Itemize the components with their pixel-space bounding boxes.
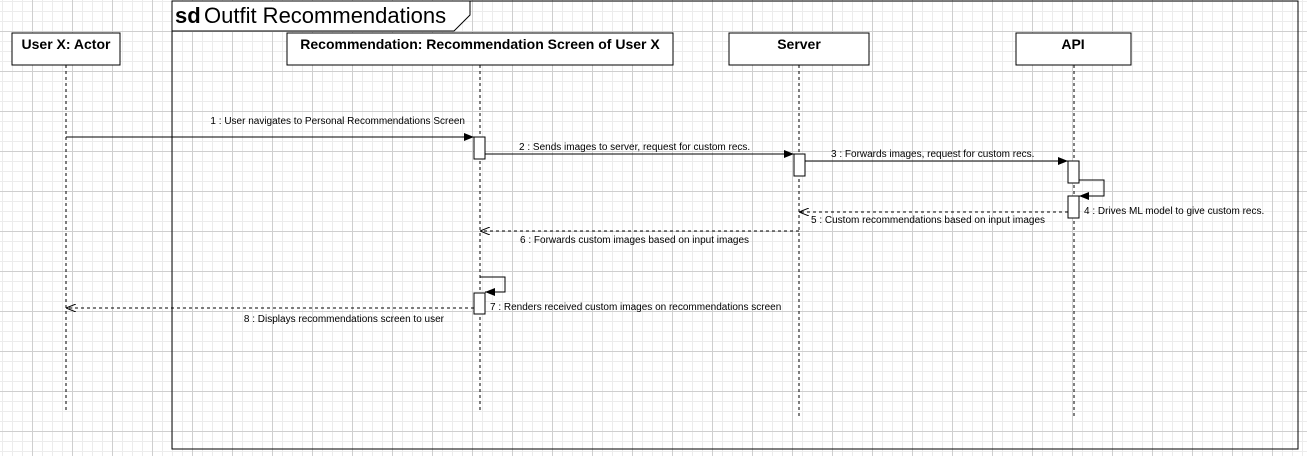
- lifeline-user: User X: Actor: [11, 32, 121, 410]
- frame-title: Outfit Recommendations: [204, 3, 446, 28]
- activation-bar: [1067, 195, 1080, 219]
- lifeline-recommendation: Recommendation: Recommendation Screen of…: [286, 32, 674, 410]
- message-4: 4 : Drives ML model to give custom recs.: [1079, 179, 1264, 217]
- message-7-arrow: [480, 276, 506, 296]
- message-1: 1 : User navigates to Personal Recommend…: [66, 116, 474, 141]
- message-6: 6 : Forwards custom images based on inpu…: [480, 231, 799, 246]
- activation-bar: [1067, 160, 1080, 184]
- message-8: 8 : Displays recommendations screen to u…: [66, 308, 474, 325]
- activation-bar: [793, 153, 806, 177]
- activation-bar: [473, 292, 486, 315]
- message-6-label: 6 : Forwards custom images based on inpu…: [520, 235, 749, 246]
- lifeline-api: API: [1015, 32, 1132, 416]
- lifeline-server: Server: [728, 32, 870, 416]
- message-8-label: 8 : Displays recommendations screen to u…: [244, 314, 445, 325]
- lifeline-user-head[interactable]: [11, 32, 121, 66]
- lifeline-api-head[interactable]: [1015, 32, 1132, 66]
- lifeline-server-head[interactable]: [728, 32, 870, 66]
- lifeline-recommendation-head[interactable]: [286, 32, 674, 66]
- message-3: 3 : Forwards images, request for custom …: [805, 149, 1068, 165]
- message-4-label: 4 : Drives ML model to give custom recs.: [1084, 206, 1264, 217]
- lifeline-recommendation-label: Recommendation: Recommendation Screen of…: [300, 36, 660, 52]
- message-5: 5 : Custom recommendations based on inpu…: [799, 212, 1068, 226]
- lifeline-user-label: User X: Actor: [22, 36, 112, 52]
- lifeline-server-label: Server: [777, 36, 821, 52]
- message-1-label: 1 : User navigates to Personal Recommend…: [210, 116, 465, 127]
- frame: sd Outfit Recommendations: [171, 0, 1299, 450]
- message-7-label: 7 : Renders received custom images on re…: [490, 302, 781, 313]
- message-7: 7 : Renders received custom images on re…: [480, 276, 781, 313]
- message-4-arrow: [1079, 179, 1105, 200]
- message-2: 2 : Sends images to server, request for …: [485, 142, 794, 158]
- lifeline-api-label: API: [1061, 36, 1084, 52]
- message-3-label: 3 : Forwards images, request for custom …: [831, 149, 1034, 160]
- activation-bar: [473, 136, 486, 160]
- message-5-label: 5 : Custom recommendations based on inpu…: [811, 215, 1045, 226]
- frame-label-box: [171, 0, 471, 32]
- message-2-label: 2 : Sends images to server, request for …: [519, 142, 750, 153]
- frame-keyword: sd: [175, 3, 201, 28]
